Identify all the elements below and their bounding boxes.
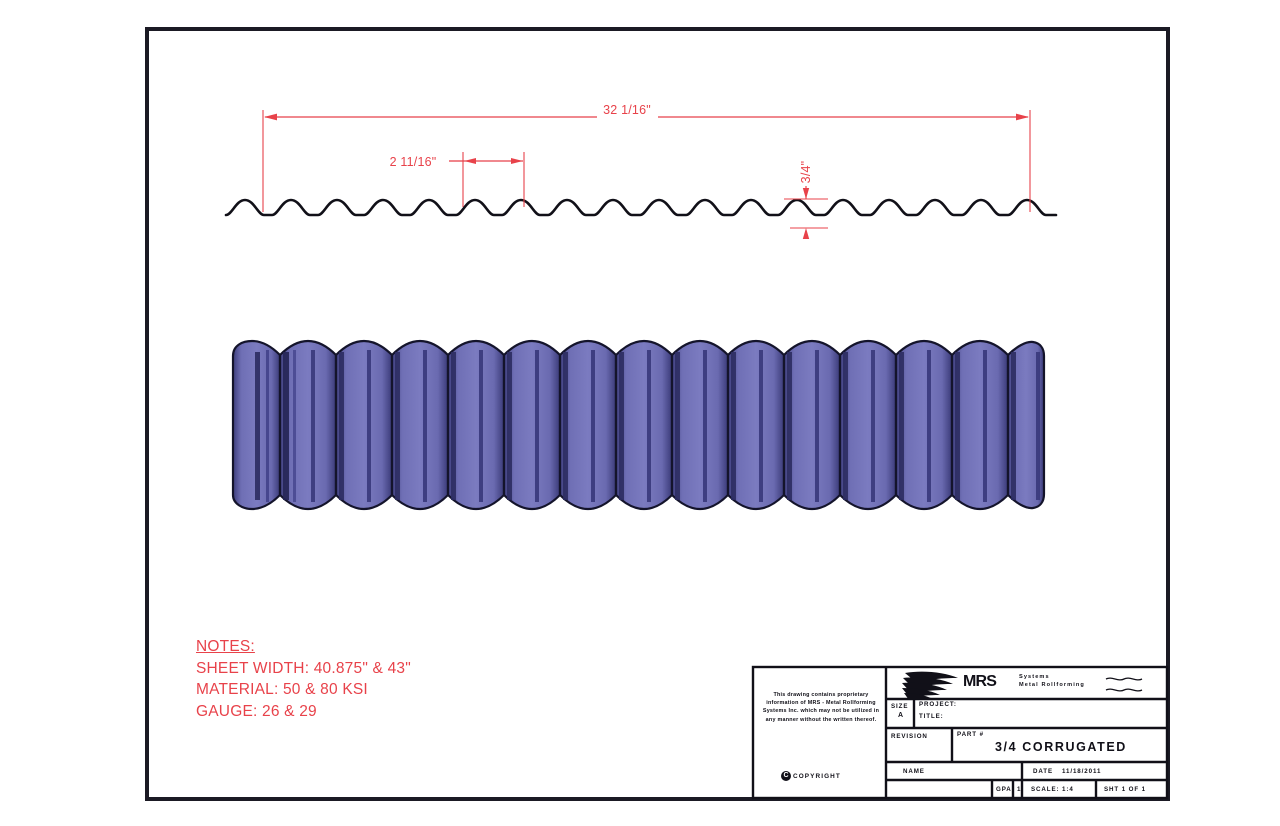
copyright-icon: C <box>781 771 791 781</box>
panel-rib <box>1011 352 1016 500</box>
panel-flute <box>894 339 954 511</box>
field-value-scale: SCALE: 1:4 <box>1031 786 1074 793</box>
panel-rib <box>283 352 289 500</box>
panel-rib <box>871 350 875 502</box>
panel-rib <box>675 352 680 500</box>
notes-line-gauge: GAUGE: 26 & 29 <box>196 702 317 720</box>
sheet-border <box>145 27 1170 801</box>
dimension-label-depth: 3/4" <box>799 160 813 184</box>
field-label-title: TITLE: <box>919 713 944 720</box>
panel-rib <box>703 350 707 502</box>
panel-rib <box>451 352 456 500</box>
panel-rib <box>899 352 904 500</box>
panel-rib <box>647 350 651 502</box>
panel-flutes <box>231 339 1046 511</box>
panel-flute <box>614 339 674 511</box>
field-value-size: A <box>898 712 904 719</box>
notes-title: NOTES: <box>196 638 255 655</box>
mrs-swoosh-icon <box>902 671 958 700</box>
panel-shading-ribs <box>255 350 1040 502</box>
field-value-part: 3/4 CORRUGATED <box>995 740 1127 754</box>
field-label-size: SIZE <box>891 703 909 710</box>
panel-rib <box>731 352 736 500</box>
proprietary-notice: This drawing contains proprietary inform… <box>762 692 880 723</box>
panel-rib <box>367 350 371 502</box>
panel-rib <box>983 350 987 502</box>
dimension-pitch <box>449 152 525 207</box>
arrowhead-right <box>1016 113 1029 121</box>
panel-flute <box>502 339 562 511</box>
dimension-label-pitch: 2 11/16" <box>389 155 437 169</box>
panel-rib <box>479 350 483 502</box>
panel-flute <box>950 339 1010 511</box>
field-label-project: PROJECT: <box>919 701 957 708</box>
notes-line-material: MATERIAL: 50 & 80 KSI <box>196 681 368 698</box>
panel-flute <box>726 339 786 511</box>
panel-flute <box>838 339 898 511</box>
depth-arrowhead-top <box>802 188 810 199</box>
field-label-part: PART # <box>957 731 984 738</box>
arrowhead-left <box>264 113 277 121</box>
panel-rib <box>423 350 427 502</box>
panel-rib <box>535 350 539 502</box>
field-label-name: NAME <box>903 768 925 775</box>
title-block <box>751 665 1169 800</box>
field-value-drawn-by: GPA <box>996 786 1012 793</box>
mrs-tagline-line2: Metal Rollforming <box>1019 682 1085 688</box>
depth-arrowhead-bottom <box>802 228 810 239</box>
profile-cross-section <box>224 198 1058 217</box>
field-label-revision: REVISION <box>891 733 928 740</box>
panel-rib <box>255 352 260 500</box>
mrs-tagline-line1: Systems <box>1019 674 1050 680</box>
dimension-label-overall-width: 32 1/16" <box>603 103 651 117</box>
panel-flute <box>334 339 394 511</box>
panel-rib <box>311 350 315 502</box>
panel-rib <box>293 350 296 502</box>
mrs-brand-wordmark: MRS <box>963 673 997 690</box>
panel-rib <box>1036 352 1040 500</box>
panel-rib <box>815 350 819 502</box>
field-value-revision-number: 1 <box>1017 786 1022 793</box>
field-label-date: DATE <box>1033 768 1053 775</box>
field-value-date: 11/18/2011 <box>1062 768 1102 775</box>
panel-flute <box>390 339 450 511</box>
panel-rib <box>507 352 512 500</box>
panel-flute <box>446 339 506 511</box>
notes-block: NOTES: SHEET WIDTH: 40.875" & 43" MATERI… <box>196 636 411 722</box>
copyright-block: C COPYRIGHT <box>781 771 841 781</box>
dimension-overall-width <box>262 110 1031 212</box>
logo-rule-marks <box>1105 677 1143 692</box>
title-block-outer <box>751 665 1169 800</box>
panel-rib <box>266 350 269 502</box>
panel-flute <box>782 339 842 511</box>
copyright-label: COPYRIGHT <box>793 772 841 780</box>
corrugated-panel-3d <box>231 339 1046 511</box>
pitch-arrowhead-left <box>464 158 476 164</box>
panel-rib <box>927 350 931 502</box>
profile-wave-path <box>224 198 1058 217</box>
panel-flute <box>670 339 730 511</box>
panel-rib <box>759 350 763 502</box>
panel-rib <box>563 352 568 500</box>
panel-rib <box>843 352 848 500</box>
mrs-brand-tagline: Systems Metal Rollforming <box>1019 673 1085 689</box>
panel-rib <box>395 352 400 500</box>
panel-rib <box>339 352 344 500</box>
field-value-sheet: SHT 1 OF 1 <box>1104 786 1147 793</box>
dimension-depth <box>784 186 828 239</box>
panel-rib <box>787 352 792 500</box>
panel-rib <box>619 352 624 500</box>
pitch-arrowhead-right <box>511 158 523 164</box>
notes-line-sheet-width: SHEET WIDTH: 40.875" & 43" <box>196 659 411 677</box>
panel-rib <box>955 352 960 500</box>
panel-flute <box>558 339 618 511</box>
panel-rib <box>591 350 595 502</box>
panel-flute <box>1006 340 1046 510</box>
